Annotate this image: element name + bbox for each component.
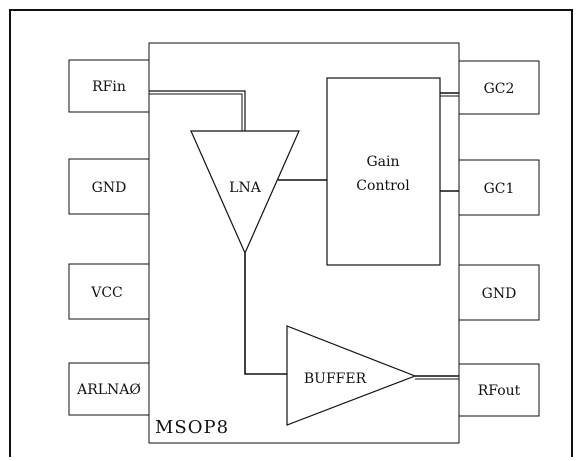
gain-control-label-line1: Gain bbox=[366, 154, 399, 170]
pin-label-gnd-left: GND bbox=[92, 180, 127, 196]
gain-control-label-line2: Control bbox=[356, 178, 410, 194]
pin-left-2: GND bbox=[68, 158, 150, 215]
wire-lna-buffer bbox=[244, 253, 287, 375]
pin-right-3: GND bbox=[458, 264, 540, 321]
pin-left-1: RFin bbox=[68, 59, 150, 113]
pin-right-2: GC1 bbox=[458, 159, 540, 216]
pin-label-gc2: GC2 bbox=[484, 81, 515, 97]
wiring bbox=[149, 90, 459, 380]
pin-label-rfin: RFin bbox=[92, 79, 126, 95]
pin-right-4: RFout bbox=[458, 363, 540, 417]
buffer-block: BUFFER bbox=[286, 325, 417, 426]
wire-rfin-lna bbox=[149, 90, 246, 131]
package-body bbox=[148, 42, 460, 444]
pin-left-3: VCC bbox=[68, 263, 150, 320]
pin-label-vcc: VCC bbox=[90, 285, 123, 301]
lna-label: LNA bbox=[229, 180, 262, 196]
pin-label-gnd-right: GND bbox=[482, 286, 517, 302]
pin-label-gc1: GC1 bbox=[484, 181, 515, 197]
buffer-label: BUFFER bbox=[304, 371, 367, 387]
pin-label-arlna: ARLNAØ bbox=[76, 382, 141, 398]
pin-left-4: ARLNAØ bbox=[68, 362, 150, 416]
package-label: MSOP8 bbox=[155, 417, 229, 438]
gain-control-block: Gain Control bbox=[326, 77, 441, 266]
pin-label-rfout: RFout bbox=[478, 383, 521, 399]
pin-right-1: GC2 bbox=[458, 60, 540, 115]
lna-block: LNA bbox=[190, 130, 300, 255]
wire-rfin-lna-double bbox=[149, 93, 243, 131]
